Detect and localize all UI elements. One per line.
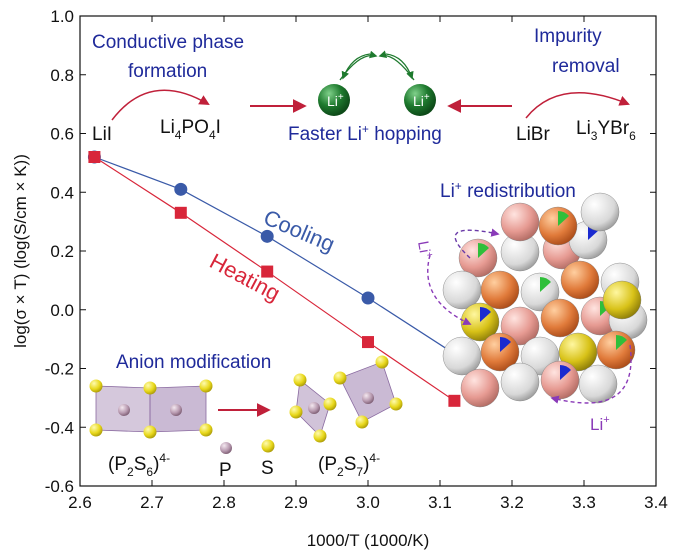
- p-legend-ball: [220, 442, 232, 454]
- crystal-sphere: [540, 298, 580, 338]
- x-tick-label: 2.7: [140, 493, 164, 512]
- crystal-sphere: [460, 368, 500, 408]
- s-legend-ball: [261, 439, 275, 453]
- hop-arrow-2: [378, 50, 415, 81]
- data-point-heating: [362, 336, 374, 349]
- y-tick-label: 0.4: [50, 183, 74, 202]
- li-ion-label-right: Li+: [413, 92, 430, 109]
- data-point-cooling: [174, 182, 188, 196]
- crystal-wedge: [540, 277, 551, 292]
- x-tick-label: 2.8: [212, 493, 236, 512]
- series-layer: [87, 150, 461, 407]
- crystal-sphere: [500, 362, 540, 402]
- crystal-sphere: [578, 364, 618, 404]
- redistribution-arrow-left: [427, 254, 472, 325]
- li-ion-ball-left: [318, 84, 350, 116]
- impurity-label-2: removal: [552, 56, 620, 77]
- crystal-sphere: [500, 306, 540, 346]
- p2s7-structure: [289, 355, 403, 443]
- p2s6-structure: [89, 379, 213, 439]
- redistribution-arrow-top: [454, 228, 500, 259]
- li-ion-label-left: Li+: [327, 92, 344, 109]
- x-tick-label: 3.1: [428, 493, 452, 512]
- hop-arrow-1: [339, 50, 378, 81]
- x-axis-label: 1000/T (1000/K): [307, 531, 430, 550]
- y-tick-label: -0.4: [45, 418, 74, 437]
- y-tick-label: 0.0: [50, 301, 74, 320]
- data-point-heating: [174, 206, 187, 219]
- data-point-cooling: [361, 291, 375, 305]
- hop-arrow-3: [341, 53, 371, 80]
- crystal-sphere: [580, 192, 620, 232]
- p2s6-label: (P2S6)4-: [108, 451, 170, 479]
- series-line-cooling: [94, 156, 455, 355]
- crystal-sphere: [500, 202, 540, 242]
- x-tick-label: 2.6: [68, 493, 92, 512]
- p2s7-label: (P2S7)4-: [318, 451, 380, 479]
- y-tick-labels: -0.6 -0.4 -0.2 0.0 0.2 0.4 0.6 0.8 1.0: [45, 7, 74, 496]
- series-label-cooling: Cooling: [260, 205, 338, 257]
- libr-arrow: [525, 92, 630, 119]
- x-tick-label: 3.0: [356, 493, 380, 512]
- crystal-sphere: [442, 270, 482, 310]
- y-tick-label: 0.6: [50, 125, 74, 144]
- x-tick-label: 3.2: [500, 493, 524, 512]
- y-axis-label: log(σ × T) (log(S/cm × K)): [11, 154, 30, 348]
- conductive-phase-label-2: formation: [128, 61, 207, 82]
- li3ybr6-label: Li3YBr6: [576, 118, 636, 143]
- anion-modification-label: Anion modification: [116, 352, 271, 373]
- redistribution-arrow-bottom: [550, 344, 632, 404]
- lii-arrow: [111, 89, 210, 121]
- crystal-wedge: [478, 243, 489, 258]
- li4po4i-label: Li4PO4I: [160, 117, 221, 142]
- crystal-sphere: [560, 260, 600, 300]
- axis-ticks: [79, 15, 657, 487]
- lii-label: LiI: [92, 124, 112, 145]
- y-tick-label: 0.2: [50, 242, 74, 261]
- x-tick-labels: 2.6 2.7 2.8 2.9 3.0 3.1 3.2 3.3 3.4: [68, 493, 668, 512]
- s-legend-label: S: [261, 458, 274, 479]
- faster-hopping-label: Faster Li+ hopping: [288, 122, 442, 145]
- data-point-heating: [261, 265, 274, 278]
- data-point-cooling: [260, 229, 274, 243]
- li-plus-label-bottom: Li+: [590, 414, 610, 434]
- crystal-sphere: [602, 280, 642, 320]
- x-tick-label: 3.4: [644, 493, 668, 512]
- y-tick-label: 0.8: [50, 66, 74, 85]
- libr-label: LiBr: [516, 124, 550, 145]
- crystal-sphere: [442, 336, 482, 376]
- crystal-wedge: [500, 337, 511, 352]
- crystal-wedge: [560, 365, 571, 380]
- y-tick-label: -0.6: [45, 477, 74, 496]
- li-ion-ball-right: [404, 84, 436, 116]
- x-tick-label: 2.9: [284, 493, 308, 512]
- crystal-sphere: [480, 270, 520, 310]
- y-tick-label: -0.2: [45, 360, 74, 379]
- data-point-heating: [448, 394, 461, 407]
- crystal-wedge: [616, 335, 627, 350]
- y-tick-label: 1.0: [50, 7, 74, 26]
- crystal-spheres: [442, 192, 648, 408]
- li-plus-label-left: Li+: [414, 240, 435, 261]
- p-legend-label: P: [219, 460, 232, 481]
- crystal-wedge: [480, 307, 491, 322]
- redistribution-label: Li+ redistribution: [440, 179, 576, 202]
- hop-arrow-4: [385, 53, 414, 80]
- crystal-wedge: [558, 211, 569, 226]
- conductive-phase-label-1: Conductive phase: [92, 32, 244, 53]
- impurity-label-1: Impurity: [534, 26, 602, 47]
- data-point-heating: [88, 151, 101, 163]
- x-tick-label: 3.3: [572, 493, 596, 512]
